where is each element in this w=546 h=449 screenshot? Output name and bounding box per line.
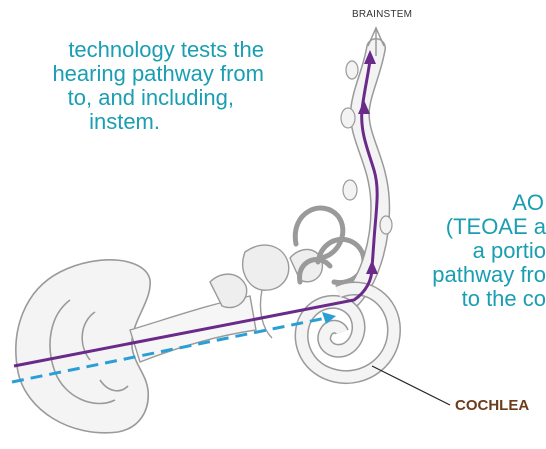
oae-caption-line-2: (TEOAE a (445, 214, 546, 239)
cochlea-label: COCHLEA (455, 397, 530, 414)
oae-caption: AO (TEOAE a a portio pathway fro to the … (400, 191, 546, 311)
abr-caption-line-4: instem. (89, 109, 160, 134)
abr-caption-line-2: hearing pathway from (52, 61, 264, 86)
oae-caption-line-5: to the co (461, 286, 546, 311)
cochlea (294, 281, 402, 385)
oae-caption-line-4: pathway fro (432, 262, 546, 287)
abr-pathway-arrow (13, 50, 379, 368)
abr-caption-line-1: technology tests the (68, 37, 264, 62)
abr-caption: technology tests the hearing pathway fro… (0, 38, 264, 134)
oae-pathway-arrow (11, 312, 336, 384)
abr-caption-line-3: to, and including, (67, 85, 234, 110)
cochlea-leader-line (371, 365, 451, 406)
semicircular-canals (292, 205, 367, 286)
outer-ear (15, 259, 151, 434)
oae-caption-line-1: AO (512, 191, 544, 215)
oae-caption-line-3: a portio (472, 238, 546, 263)
brainstem-label: BRAINSTEM (352, 9, 413, 20)
brainstem-arrow (367, 26, 385, 56)
